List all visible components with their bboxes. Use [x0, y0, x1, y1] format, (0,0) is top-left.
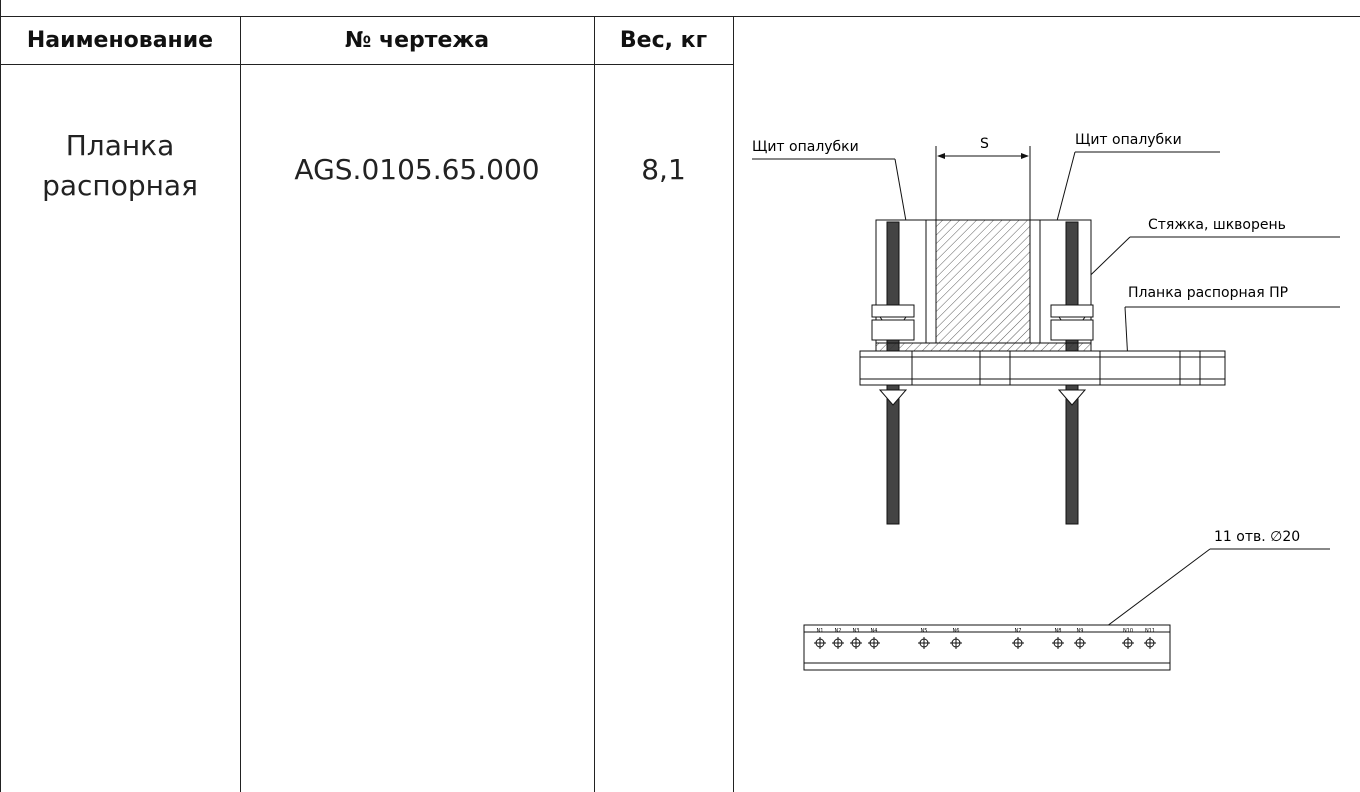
hole-group: N1 N2 N3 N4 N5 N6 N7 N8 N9 N10 N11: [814, 628, 1156, 649]
assembly-drawing: Щит опалубки Щит опалубки S Стяжка, шкво…: [752, 132, 1340, 671]
table-header-border: [0, 64, 733, 65]
col-divider-1: [240, 16, 241, 792]
label-holes: 11 отв. ∅20: [1214, 529, 1300, 545]
col-divider-2: [594, 16, 595, 792]
cell-weight: 8,1: [641, 153, 686, 186]
label-formwork-left: Щит опалубки: [752, 139, 859, 155]
hole-label: N4: [871, 628, 878, 634]
hole-label: N6: [953, 628, 960, 634]
header-weight: Вес, кг: [619, 27, 708, 53]
label-tie: Стяжка, шкворень: [1148, 217, 1286, 233]
hole-label: N3: [853, 628, 860, 634]
table-top-border: [0, 16, 1360, 17]
hole-label: N2: [835, 628, 842, 634]
concrete-fill: [935, 219, 1031, 344]
hole-label: N11: [1145, 628, 1155, 634]
label-gap: S: [980, 136, 989, 152]
label-formwork-right: Щит опалубки: [1075, 132, 1182, 148]
label-plank: Планка распорная ПР: [1128, 285, 1288, 301]
cell-name: Планка распорная: [0, 126, 240, 206]
cell-drawing-number: AGS.0105.65.000: [294, 153, 540, 186]
hole-label: N10: [1123, 628, 1133, 634]
table-left-border: [0, 0, 1, 792]
header-name: Наименование: [26, 27, 214, 53]
cell-name-line1: Планка: [65, 129, 175, 162]
cell-name-line2: распорная: [42, 169, 198, 202]
hole-label: N1: [817, 628, 824, 634]
col-divider-3: [733, 16, 734, 792]
hole-label: N9: [1077, 628, 1084, 634]
hole-label: N8: [1055, 628, 1062, 634]
header-drawing-number: № чертежа: [344, 27, 490, 53]
hole-label: N7: [1015, 628, 1022, 634]
spacer-plank: [859, 350, 1226, 386]
hole-label: N5: [921, 628, 928, 634]
